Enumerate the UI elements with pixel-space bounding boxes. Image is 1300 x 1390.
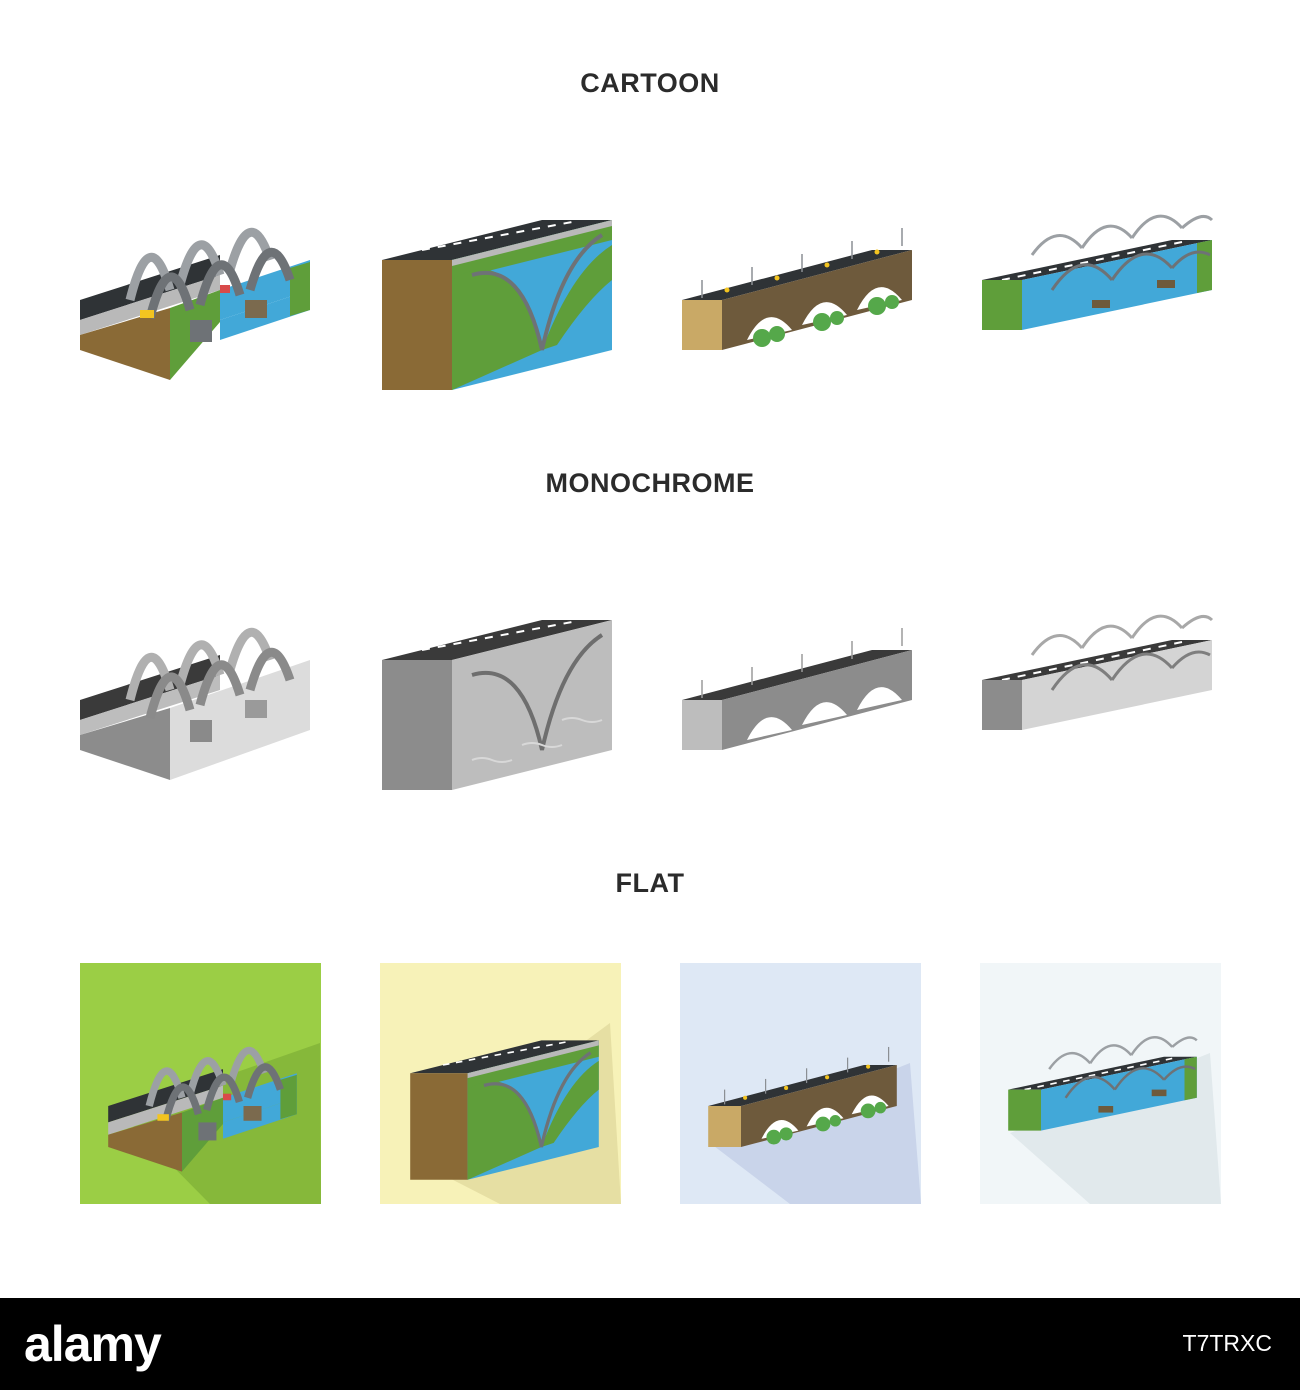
alamy-logo: alamy [24, 1316, 162, 1372]
monochrome-arch-bridge-icon [70, 550, 320, 800]
cartoon-arch-bridge-icon [70, 150, 320, 400]
flat-arch-bridge-icon [80, 963, 321, 1204]
flat-stone-arch-bridge-icon [680, 963, 921, 1204]
cartoon-stone-arch-bridge-icon [672, 150, 922, 400]
section-title-monochrome: MONOCHROME [545, 468, 755, 498]
monochrome-single-arch-bridge-icon [372, 550, 622, 800]
monochrome-tied-arch-bridge-icon [972, 550, 1222, 800]
monochrome-stone-arch-bridge-icon [672, 550, 922, 800]
cartoon-single-arch-bridge-icon [372, 150, 622, 400]
image-id: T7TRXC [1182, 1330, 1272, 1356]
flat-tied-arch-bridge-icon [980, 963, 1221, 1204]
cartoon-tied-arch-bridge-icon [972, 150, 1222, 400]
stock-footer: alamy T7TRXC [0, 1298, 1300, 1390]
section-title-flat: FLAT [615, 868, 685, 898]
section-title-cartoon: CARTOON [580, 68, 720, 98]
flat-single-arch-bridge-icon [380, 963, 621, 1204]
